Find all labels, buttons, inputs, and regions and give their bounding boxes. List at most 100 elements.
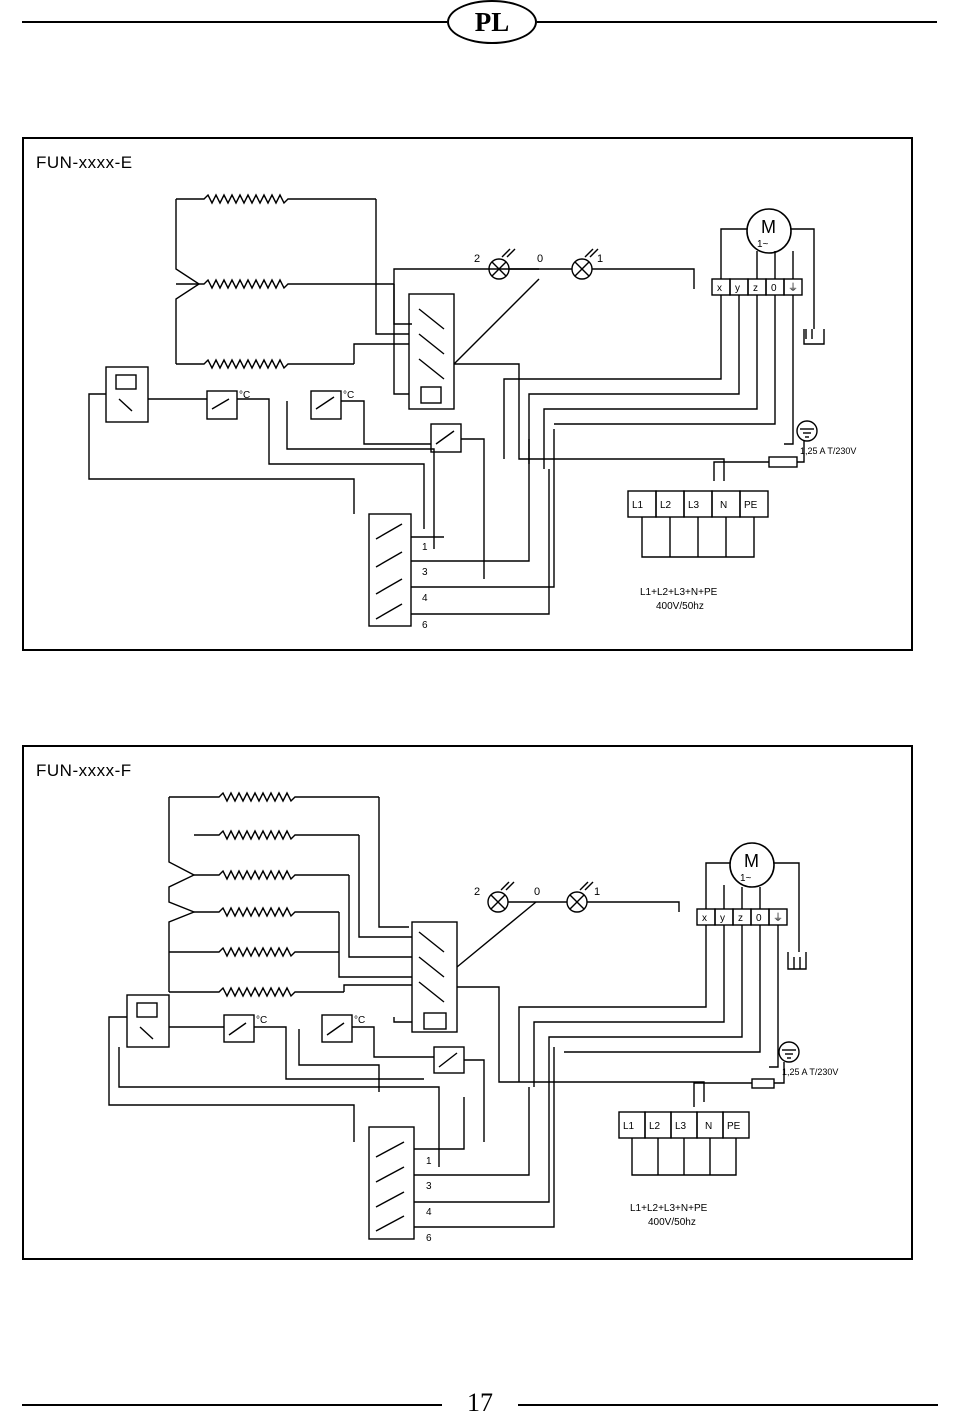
- fuse: [768, 456, 798, 468]
- thermostat-unit-2: °C: [343, 390, 354, 401]
- thermostat-2: [321, 1014, 353, 1043]
- selector-switch-top: [393, 268, 725, 481]
- lamp-label-2: 2: [474, 253, 480, 265]
- thermostat-1: [223, 1014, 255, 1043]
- switch-position-3: 3: [426, 1181, 432, 1192]
- selector-switch-bottom: [368, 1047, 555, 1240]
- footer-rule-right: [518, 1404, 938, 1406]
- motor-phase: 1~: [757, 239, 769, 250]
- terminal-0: 0: [771, 283, 777, 294]
- lamp-2: [487, 881, 515, 913]
- thermostats: [88, 366, 485, 579]
- supply-l2: L2: [649, 1121, 661, 1132]
- lamp-label-1: 1: [597, 253, 603, 265]
- heater-element-1: [169, 791, 379, 803]
- heater-element-3: [194, 869, 349, 881]
- diagram-title: FUN-xxxx-E: [36, 153, 133, 172]
- supply-l3: L3: [688, 500, 700, 511]
- terminal-x: x: [702, 913, 707, 924]
- terminal-0: 0: [756, 913, 762, 924]
- heater-element-4: [194, 906, 339, 918]
- supply-terminal-block: [627, 490, 769, 558]
- footer-rule-left: [22, 1404, 442, 1406]
- lamp-2: [488, 248, 516, 280]
- diagram-title: FUN-xxxx-F: [36, 761, 132, 780]
- terminal-z: z: [738, 913, 743, 924]
- supply-l1: L1: [623, 1121, 635, 1132]
- lamp-1: [566, 881, 594, 913]
- thermostat-unit-1: °C: [239, 390, 250, 401]
- supply-spec-line2: 400V/50hz: [656, 601, 704, 612]
- selector-switch-top: [393, 901, 705, 1102]
- header-rule-left: [22, 21, 447, 23]
- fuse-label: 1,25 A T/230V: [782, 1067, 838, 1077]
- motor-phase: 1~: [740, 873, 752, 884]
- supply-l2: L2: [660, 500, 672, 511]
- motor-circle: [729, 842, 775, 888]
- ground-and-fuse: [713, 420, 818, 481]
- heater-element-3: [176, 358, 354, 370]
- selector-switch-bottom: [368, 429, 555, 627]
- heater-element-1: [176, 193, 376, 205]
- schematic-e: 2 0 1 M 1~ x y z 0 ⏚: [88, 193, 856, 631]
- supply-spec-line1: L1+L2+L3+N+PE: [630, 1203, 708, 1214]
- motor-wiring: [503, 295, 794, 469]
- fuse: [751, 1078, 775, 1089]
- terminal-ground: ⏚: [788, 282, 798, 294]
- thermostat-3: [430, 423, 462, 453]
- lamp-1: [571, 248, 599, 280]
- lamp-label-1: 1: [594, 886, 600, 898]
- switch-position-6: 6: [422, 620, 428, 631]
- supply-l3: L3: [675, 1121, 687, 1132]
- terminal-y: y: [735, 283, 740, 294]
- fuse-label: 1,25 A T/230V: [800, 446, 856, 456]
- supply-terminal-block: [618, 1111, 750, 1176]
- motor-label: M: [761, 217, 776, 237]
- thermostats: [108, 994, 485, 1167]
- thermostat-2: [310, 390, 342, 420]
- supply-pe: PE: [727, 1121, 741, 1132]
- terminal-z: z: [753, 283, 758, 294]
- heater-element-6: [169, 986, 344, 998]
- thermostat-1: [206, 390, 238, 420]
- supply-spec-line1: L1+L2+L3+N+PE: [640, 587, 718, 598]
- fan-motor: M 1~ x y z 0 ⏚: [711, 208, 825, 345]
- lamp-label-0: 0: [534, 886, 540, 898]
- supply-spec-line2: 400V/50hz: [648, 1217, 696, 1228]
- switch-position-3: 3: [422, 567, 428, 578]
- motor-label: M: [744, 851, 759, 871]
- switch-position-1: 1: [426, 1156, 432, 1167]
- schematic-f: 2 0 1 M 1~ x y z 0 ⏚: [108, 791, 838, 1244]
- ground-symbol: [778, 1041, 800, 1063]
- thermostat-unit-2: °C: [354, 1015, 365, 1026]
- language-badge: PL: [447, 0, 537, 44]
- wiring-diagram-f: FUN-xxxx-F: [22, 745, 913, 1260]
- control-relay: [126, 994, 170, 1048]
- wiring-diagram-e: FUN-xxxx-E: [22, 137, 913, 651]
- motor-wiring: [518, 925, 779, 1092]
- heater-element-2: [194, 829, 359, 841]
- heater-element-2: [176, 278, 394, 290]
- heater-elements: [168, 791, 412, 998]
- terminal-x: x: [717, 283, 722, 294]
- indicator-lamps: 2 0 1: [474, 248, 695, 289]
- supply-pe: PE: [744, 500, 758, 511]
- terminal-y: y: [720, 913, 725, 924]
- supply-n: N: [720, 500, 727, 511]
- ground-symbol: [796, 420, 818, 442]
- thermostat-unit-1: °C: [256, 1015, 267, 1026]
- ground-and-fuse: [693, 1041, 800, 1107]
- switch-position-1: 1: [422, 542, 428, 553]
- switch-position-4: 4: [426, 1207, 432, 1218]
- lamp-label-0: 0: [537, 253, 543, 265]
- lamp-label-2: 2: [474, 886, 480, 898]
- fan-motor: M 1~ x y z 0 ⏚: [696, 842, 807, 970]
- terminal-ground: ⏚: [773, 912, 783, 924]
- header-rule-right: [537, 21, 937, 23]
- motor-circle: [746, 208, 792, 254]
- supply-n: N: [705, 1121, 712, 1132]
- switch-position-6: 6: [426, 1233, 432, 1244]
- indicator-lamps: 2 0 1: [474, 881, 680, 913]
- switch-position-4: 4: [422, 593, 428, 604]
- heater-element-5: [169, 946, 339, 958]
